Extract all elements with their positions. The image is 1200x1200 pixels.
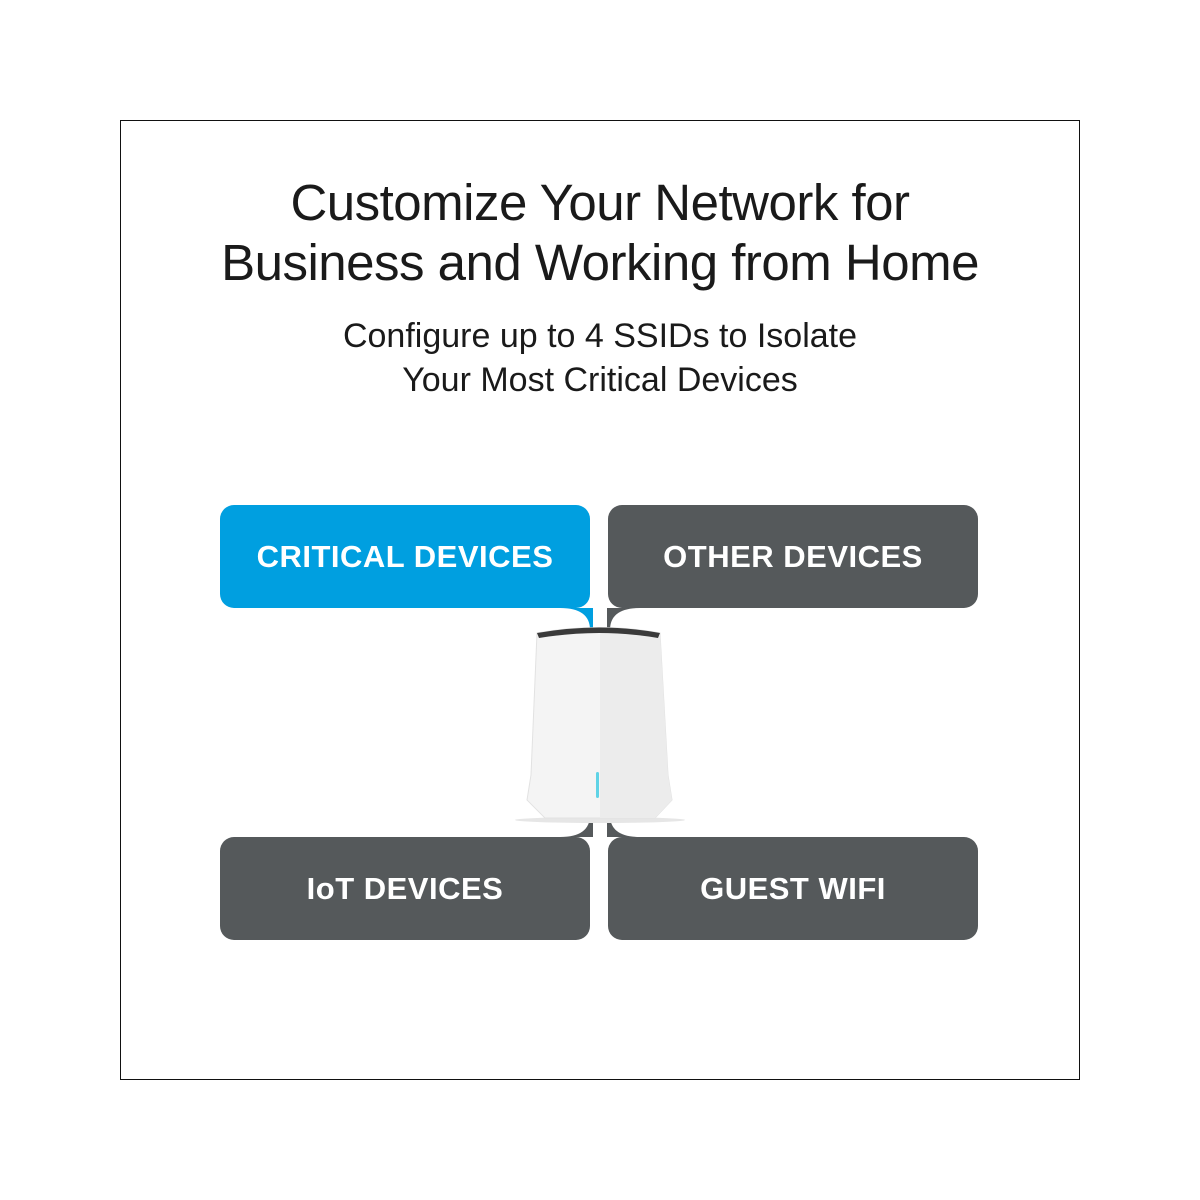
ssid-label: OTHER DEVICES xyxy=(663,538,923,574)
router-icon xyxy=(515,627,685,823)
router-led xyxy=(596,772,599,798)
subheadline-line-1: Configure up to 4 SSIDs to Isolate xyxy=(342,317,858,355)
subheadline-line-2: Your Most Critical Devices xyxy=(402,361,798,399)
headline-line-1: Customize Your Network for xyxy=(290,174,910,231)
ssid-critical-devices: CRITICAL DEVICES xyxy=(220,505,590,608)
connector-iot xyxy=(560,815,593,837)
ssid-guest-wifi: GUEST WIFI xyxy=(608,837,978,940)
image-frame xyxy=(120,120,1080,1080)
ssid-other-devices: OTHER DEVICES xyxy=(608,505,978,608)
connector-other xyxy=(607,608,640,630)
ssid-label: GUEST WIFI xyxy=(700,870,886,906)
subheadline: Configure up to 4 SSIDs to Isolate Your … xyxy=(0,314,1200,402)
connector-critical xyxy=(560,608,593,630)
connector-guest xyxy=(607,815,640,837)
ssid-label: IoT DEVICES xyxy=(306,870,504,906)
ssid-iot-devices: IoT DEVICES xyxy=(220,837,590,940)
headline-line-2: Business and Working from Home xyxy=(221,234,979,291)
ssid-label: CRITICAL DEVICES xyxy=(256,538,554,574)
headline: Customize Your Network for Business and … xyxy=(0,173,1200,293)
